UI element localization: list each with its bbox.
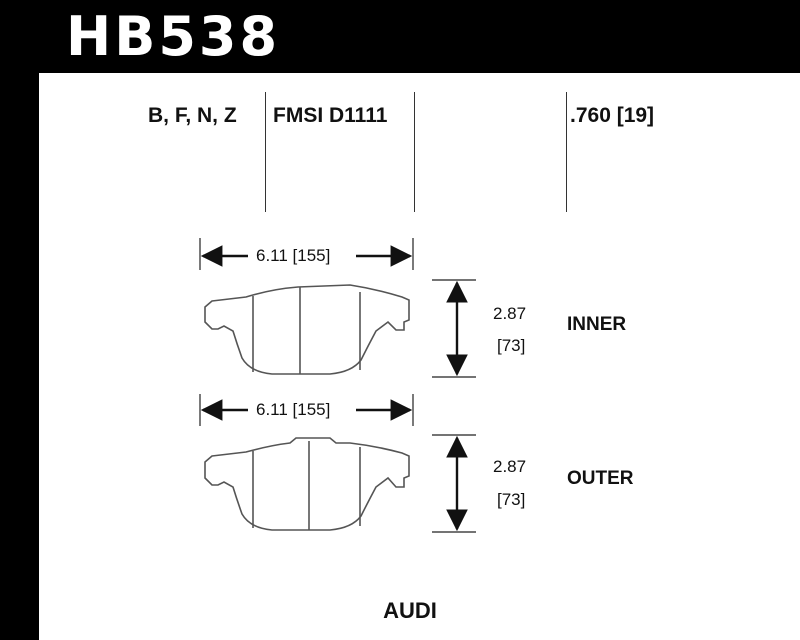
inner-width-dimension: [199, 238, 414, 270]
outer-pad-shape: [204, 437, 410, 531]
outer-height-in-label: 2.87: [493, 457, 527, 476]
outer-width-dimension: [199, 394, 414, 426]
header-divider-2: [414, 92, 415, 212]
header-bar: [0, 0, 800, 73]
inner-width-label: 6.11 [155]: [256, 246, 331, 265]
outer-width-label: 6.11 [155]: [256, 400, 331, 419]
fmsi-number: FMSI D1111: [273, 104, 388, 127]
outer-height-mm-label: [73]: [497, 490, 526, 509]
header-divider-1: [265, 92, 266, 212]
left-border-bar: [0, 0, 39, 640]
outer-pad-label: OUTER: [567, 468, 634, 489]
inner-height-mm-label: [73]: [497, 336, 526, 355]
outer-height-dimension: [432, 434, 476, 533]
header-divider-3: [566, 92, 567, 212]
compound-codes: B, F, N, Z: [148, 104, 237, 127]
inner-height-dimension: [432, 279, 476, 378]
vehicle-make: AUDI: [383, 598, 437, 623]
part-number: HB538: [66, 5, 281, 68]
inner-height-in-label: 2.87: [493, 304, 527, 323]
inner-pad-label: INNER: [567, 314, 627, 335]
pad-thickness: .760 [19]: [570, 104, 655, 127]
inner-pad-shape: [204, 284, 410, 375]
